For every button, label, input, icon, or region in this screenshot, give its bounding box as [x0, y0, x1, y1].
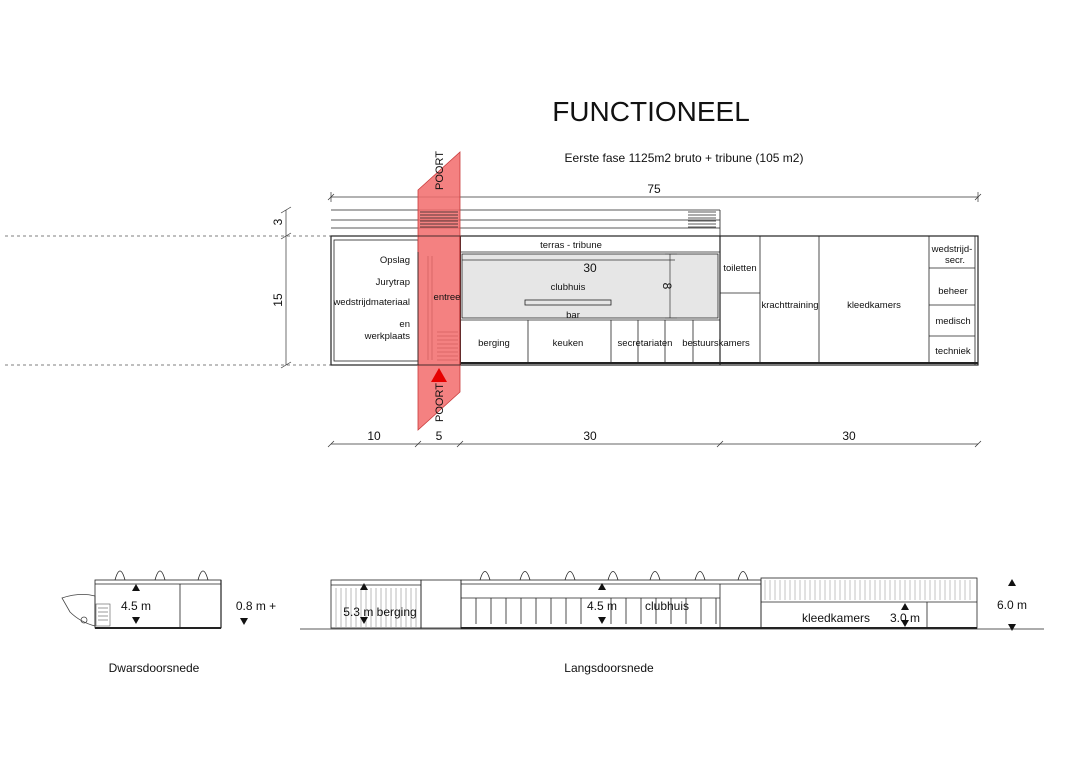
- dim-3: 3: [271, 218, 285, 225]
- label-berging: berging: [478, 338, 510, 349]
- subtitle: Eerste fase 1125m2 bruto + tribune (105 …: [565, 151, 804, 165]
- depth-dimension: 3 15: [271, 206, 292, 369]
- label-keuken: keuken: [553, 338, 584, 349]
- dwars-offset: 0.8 m +: [236, 599, 276, 613]
- dim-5: 5: [436, 429, 443, 443]
- label-en: en: [399, 319, 410, 330]
- arrow-up-icon: [431, 368, 447, 382]
- caption-langs: Langsdoorsnede: [564, 661, 654, 675]
- poort-hatch: [417, 211, 460, 366]
- label-techniek: techniek: [935, 346, 971, 357]
- dim-75: 75: [647, 182, 661, 196]
- label-terras: terras - tribune: [540, 240, 602, 251]
- dim-15: 15: [271, 293, 285, 307]
- label-clubhuis: clubhuis: [551, 282, 586, 293]
- label-entree: entree: [434, 292, 461, 303]
- dim-30-clubhuis: 30: [583, 261, 597, 275]
- bottom-dimension-chain: 10 5 30 30: [327, 429, 982, 448]
- dim-8: 8: [660, 283, 674, 290]
- label-werkplaats: werkplaats: [364, 331, 411, 342]
- floor-plan: [330, 235, 979, 366]
- dwars-height: 4.5 m: [121, 599, 151, 613]
- label-bar: bar: [566, 310, 580, 321]
- dim-10: 10: [367, 429, 381, 443]
- langs-total: 6.0 m: [997, 598, 1027, 612]
- label-secretariaten: secretariaten: [618, 338, 673, 349]
- poort-label-bottom: POORT: [434, 383, 446, 422]
- longitudinal-section: 5.3 m berging 4.5 m clubhuis kleedkamers…: [300, 571, 1044, 675]
- langs-height: 4.5 m: [587, 599, 617, 613]
- label-bestuurskamers: bestuurskamers: [682, 338, 750, 349]
- label-wedstrijdmateriaal: wedstrijdmateriaal: [332, 297, 410, 308]
- langs-kleed-height: 3.0 m: [890, 611, 920, 625]
- label-secr: secr.: [945, 255, 965, 266]
- caption-dwars: Dwarsdoorsnede: [109, 661, 200, 675]
- label-krachttraining: krachttraining: [761, 300, 818, 311]
- langs-kleedkamers: kleedkamers: [802, 611, 870, 625]
- cross-section: 4.5 m 0.8 m + Dwarsdoorsnede: [61, 570, 276, 675]
- label-opslag: Opslag: [380, 255, 410, 266]
- langs-clubhuis: clubhuis: [645, 599, 689, 613]
- label-beheer: beheer: [938, 286, 968, 297]
- dim-30-right: 30: [842, 429, 856, 443]
- label-jurytrap: Jurytrap: [376, 277, 410, 288]
- poort-label-top: POORT: [434, 151, 446, 190]
- tribune-lines: [331, 209, 721, 236]
- label-wedstrijd: wedstrijd-: [931, 244, 973, 255]
- langs-berging: 5.3 m berging: [343, 605, 416, 619]
- room-labels: Opslag Jurytrap wedstrijdmateriaal en we…: [332, 240, 972, 357]
- label-medisch: medisch: [935, 316, 970, 327]
- label-kleedkamers: kleedkamers: [847, 300, 901, 311]
- page-title: FUNCTIONEEL: [552, 96, 750, 127]
- clubhuis-dimensions: 30 8: [462, 253, 677, 319]
- dim-30-left: 30: [583, 429, 597, 443]
- label-toiletten: toiletten: [723, 263, 756, 274]
